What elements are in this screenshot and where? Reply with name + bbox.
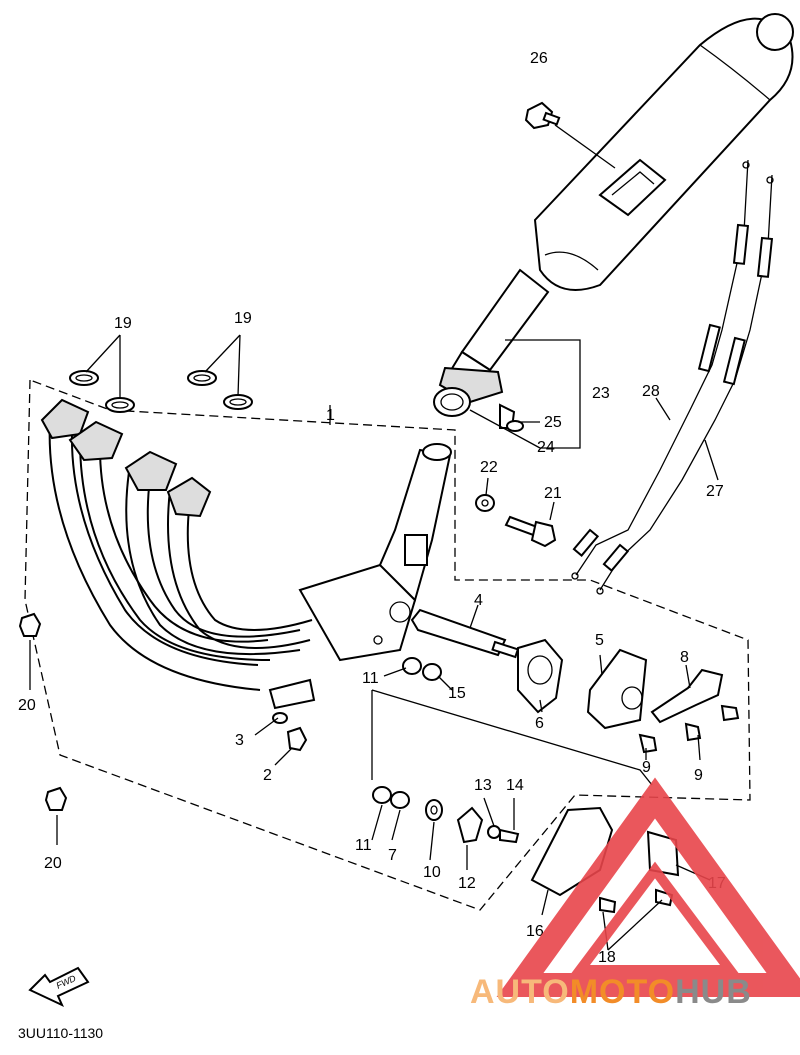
callout-25: 25 (544, 414, 562, 431)
exhaust-header (40, 398, 452, 710)
callout-18: 18 (598, 949, 616, 966)
callout-24: 24 (537, 439, 555, 456)
callout-21: 21 (544, 485, 562, 502)
watermark-auto: AUTO (470, 973, 570, 1011)
callout-26: 26 (530, 50, 548, 67)
callout-2: 2 (263, 767, 272, 784)
callout-4: 4 (474, 592, 483, 609)
callout-15: 15 (448, 685, 466, 702)
leader-lines (29, 334, 719, 951)
callout-14: 14 (506, 777, 524, 794)
callout-13: 13 (474, 777, 492, 794)
callout-7: 7 (388, 847, 397, 864)
callout-22: 22 (480, 459, 498, 476)
callout-3: 3 (235, 732, 244, 749)
watermark-hub: HUB (675, 973, 752, 1011)
callout-19a: 19 (114, 315, 132, 332)
callout-11b: 11 (355, 837, 372, 854)
callout-6: 6 (535, 715, 544, 732)
watermark-moto: MOTO (570, 973, 675, 1011)
watermark-triangle (496, 777, 800, 997)
callout-19b: 19 (234, 310, 252, 327)
muffler (433, 13, 794, 432)
callout-8: 8 (680, 649, 689, 666)
callout-20a: 20 (18, 697, 36, 714)
callout-9b: 9 (694, 767, 703, 784)
callout-23: 23 (592, 385, 610, 402)
callout-labels: 1 2 3 4 5 6 7 8 9 9 10 11 11 12 13 14 15… (18, 50, 726, 966)
callout-5: 5 (595, 632, 604, 649)
exhaust-valve-cables (571, 159, 774, 595)
hardware (18, 494, 740, 914)
callout-12: 12 (458, 875, 476, 892)
callout-10: 10 (423, 864, 441, 881)
callout-1: 1 (326, 407, 335, 424)
callout-11a: 11 (362, 670, 379, 687)
gaskets-19 (69, 370, 253, 413)
callout-27: 27 (706, 483, 724, 500)
diagram-code: 3UU110-1130 (18, 1025, 103, 1041)
callout-9a: 9 (642, 759, 651, 776)
callout-28: 28 (642, 383, 660, 400)
callout-16: 16 (526, 923, 544, 940)
automotohub-watermark: AUTOMOTOHUB (470, 777, 800, 1011)
assembly-outline (24, 379, 751, 911)
fwd-arrow: FWD (28, 966, 90, 1008)
svg-text:AUTOMOTOHUB: AUTOMOTOHUB (470, 973, 752, 1011)
callout-20b: 20 (44, 855, 62, 872)
